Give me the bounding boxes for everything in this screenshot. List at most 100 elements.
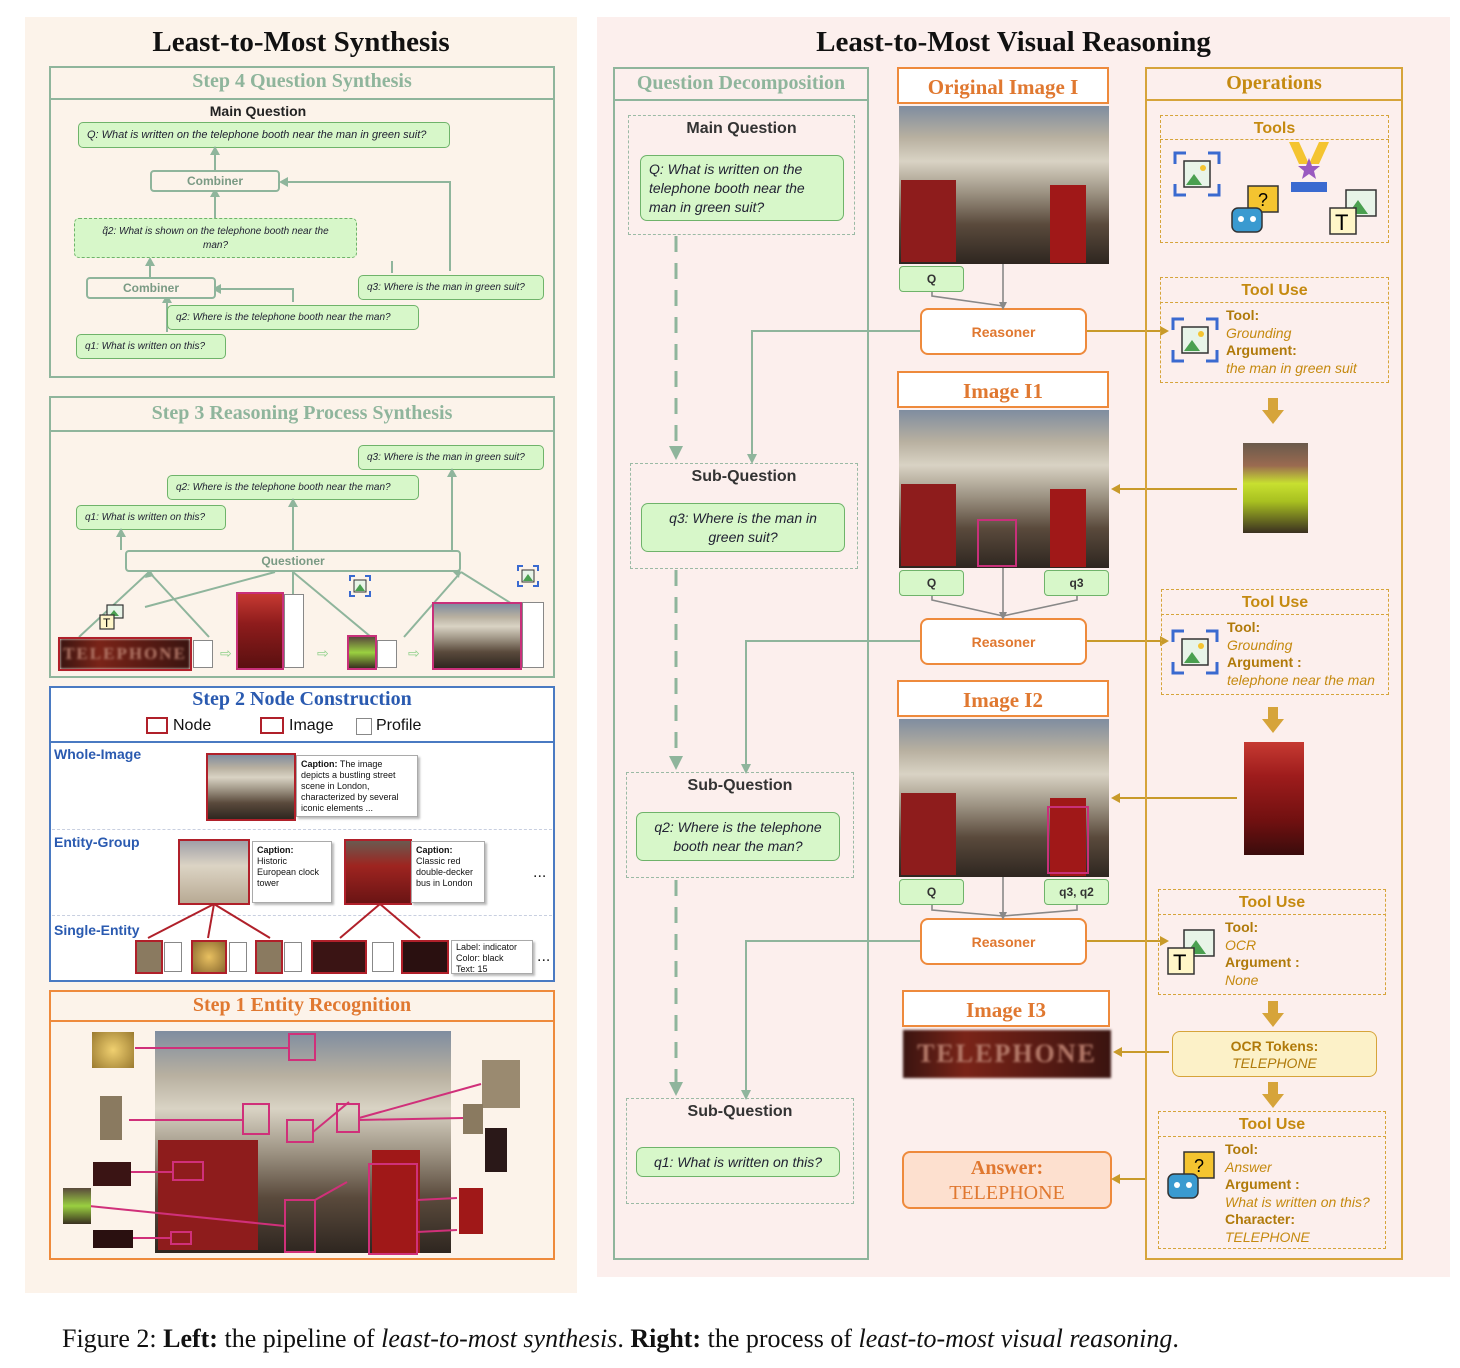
step4-main-question: Q: What is written on the telephone boot… [78, 122, 450, 148]
crop-indicator [93, 1162, 131, 1186]
operations-title: Operations [1226, 72, 1322, 94]
tool-use-3-box [1158, 889, 1386, 995]
whole-image-thumb [208, 755, 294, 819]
image2-booth-box [1047, 806, 1089, 874]
crop-man [63, 1188, 91, 1224]
sub-question-3: q1: What is written on this? [636, 1147, 840, 1177]
legend-profile-label: Profile [376, 717, 422, 734]
answer-box: Answer: TELEPHONE [902, 1151, 1112, 1209]
entity-clock [193, 942, 225, 972]
image1-man-box [977, 519, 1017, 567]
down-arrow-1 [1262, 398, 1284, 424]
step3-booth-crop [238, 594, 282, 668]
image2-booth [1050, 798, 1086, 876]
entity-group-label: Entity-Group [54, 834, 140, 850]
down-arrow-3 [1262, 1001, 1284, 1027]
step4-combiner-bottom: Combiner [86, 277, 216, 299]
legend-image-label: Image [289, 717, 334, 734]
crop-booth [459, 1188, 483, 1234]
step3-header [49, 396, 555, 432]
step2-title: Step 2 Node Construction [192, 688, 412, 710]
tool-use-1-divider [1160, 302, 1389, 303]
operations-column [1145, 67, 1403, 1260]
profile-doc-icon [193, 640, 213, 668]
image2-title: Image I2 [897, 680, 1109, 717]
arrow-right-icon-2: ⇨ [317, 645, 329, 661]
tag-q3: q3 [1044, 570, 1109, 596]
step3-panel [49, 396, 555, 678]
image2-bus [901, 793, 956, 875]
left-panel-title: Least-to-Most Synthesis [152, 26, 450, 58]
image3-ocr-crop: TELEPHONE [903, 1030, 1111, 1078]
image1-booth [1050, 489, 1086, 567]
tag-q-3: Q [899, 879, 964, 905]
ocr-tokens-value: TELEPHONE [1232, 1055, 1317, 1071]
crop-window-right [482, 1060, 520, 1108]
qd-column [613, 67, 869, 1260]
single-entity-label: Single-Entity [54, 922, 140, 938]
entity-doc-3 [284, 942, 302, 972]
sub-question-1-box [630, 463, 858, 569]
step4-title: Step 4 Question Synthesis [192, 70, 412, 92]
entity-window-1 [137, 942, 161, 972]
qd-header [613, 67, 869, 101]
crop-sign [93, 1230, 133, 1248]
right-panel-title: Least-to-Most Visual Reasoning [816, 26, 1211, 58]
crop-window-small [463, 1104, 483, 1134]
sub-question-1: q3: Where is the man in green suit? [641, 503, 845, 552]
step3-q3: q3: Where is the man in green suit? [358, 445, 544, 470]
step3-booth-frame [236, 592, 284, 670]
group-bus-thumb [346, 841, 410, 903]
whole-image-label: Whole-Image [54, 746, 142, 762]
tool-use-2-box [1161, 589, 1389, 695]
entity-bus-sign-frame [311, 940, 367, 974]
step3-full-frame [432, 602, 522, 670]
group-bus-frame [344, 839, 412, 905]
entity-doc-2 [229, 942, 247, 972]
entity-window-2 [257, 942, 281, 972]
entity-ellipsis: ... [537, 948, 551, 965]
image3-title: Image I3 [902, 990, 1110, 1027]
step3-q2: q2: Where is the telephone booth near th… [167, 475, 419, 500]
entity-indicator [403, 942, 447, 972]
group-clock-tower-thumb [180, 841, 248, 903]
crop-telephone-booth [1244, 742, 1304, 855]
entity-bus-sign [313, 942, 365, 972]
ocr-icon: T [1328, 188, 1378, 238]
tool-use-4-llm-icon: ? [1166, 1150, 1218, 1202]
step4-q2: q2: Where is the telephone booth near th… [167, 305, 419, 330]
tag-q3-q2: q3, q2 [1044, 879, 1109, 905]
divider-1 [52, 829, 552, 830]
reasoner-3: Reasoner [920, 918, 1087, 965]
tools-divider [1160, 139, 1389, 140]
sub-question-3-label: Sub-Question [687, 1103, 793, 1120]
step3-questioner: Questioner [125, 550, 461, 572]
tool-use-3-ocr-icon: T [1166, 928, 1216, 978]
legend-profile-icon [356, 718, 372, 735]
step3-man-crop [349, 637, 375, 668]
step4-header [49, 66, 555, 100]
group-bus-caption: Caption:Classic red double-decker bus in… [411, 841, 485, 903]
tag-q-1: Q [899, 266, 964, 292]
down-arrow-2 [1262, 707, 1284, 733]
down-arrow-4 [1262, 1082, 1284, 1108]
tag-q-2: Q [899, 570, 964, 596]
step1-booth [372, 1150, 420, 1253]
step4-q1: q1: What is written on this? [76, 334, 226, 359]
step3-full-image [434, 604, 520, 668]
step4-main-label: Main Question [209, 103, 307, 119]
reasoner-1: Reasoner [920, 308, 1087, 355]
step3-ocr-frame [58, 637, 192, 671]
step3-ocr-crop: TELEPHONE [60, 639, 190, 669]
tool-use-1-box [1160, 277, 1389, 383]
entity-window-2-frame [255, 940, 283, 974]
legend-node-label: Node [173, 717, 212, 734]
entity-doc-4 [372, 942, 394, 972]
tools-label: Tools [1253, 120, 1296, 137]
ocr-tokens-box: OCR Tokens: TELEPHONE [1172, 1031, 1377, 1077]
tools-box [1160, 115, 1389, 243]
profile-doc-icon-4 [522, 602, 544, 668]
qd-title: Question Decomposition [636, 72, 846, 94]
